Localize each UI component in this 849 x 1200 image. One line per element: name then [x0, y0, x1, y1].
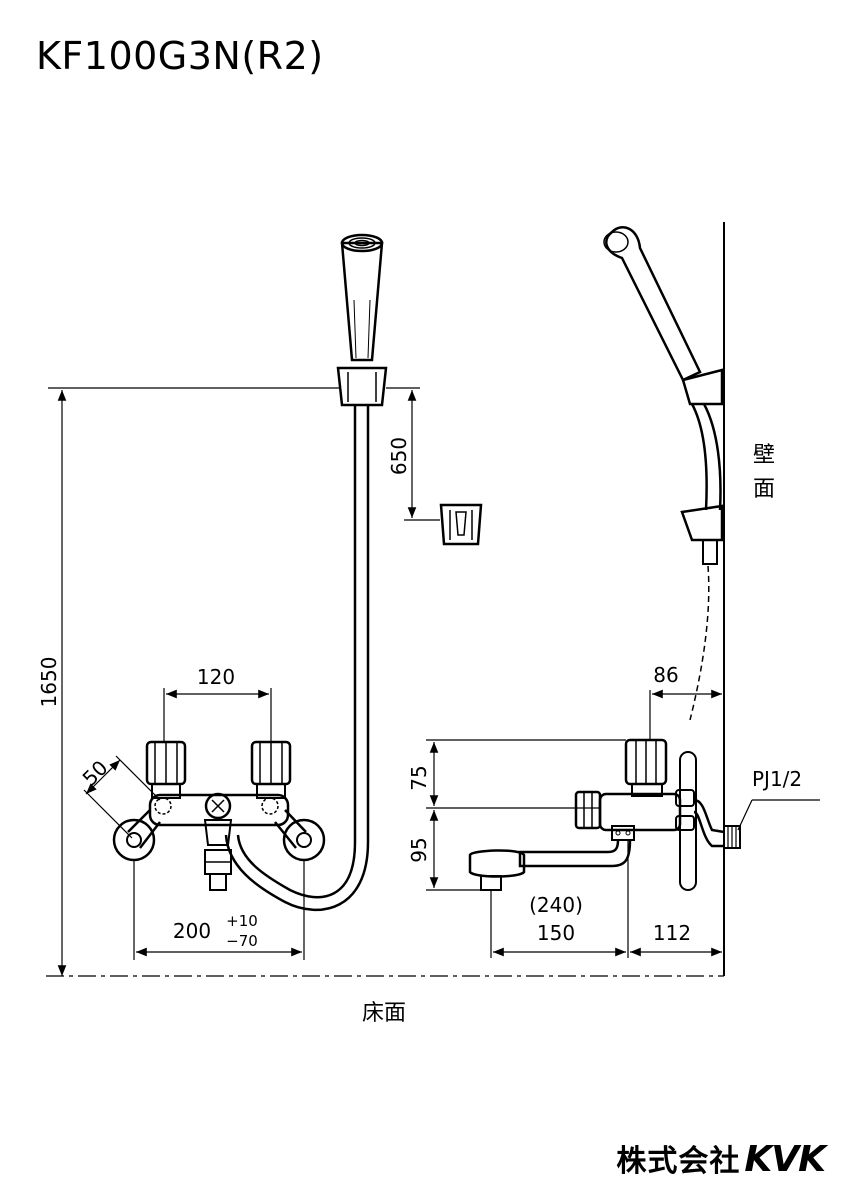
handle-left: [145, 740, 187, 799]
side-dimensions: [426, 689, 820, 958]
front-dimensions: [46, 387, 724, 977]
handle-right: [250, 740, 292, 799]
eccentric-leg-left: [112, 809, 161, 862]
model-title: KF100G3N(R2): [36, 34, 324, 78]
floor-label: 床面: [362, 1001, 406, 1026]
hose-side: [689, 565, 710, 721]
faucet-body-side: [574, 738, 682, 841]
hand-shower-side: [603, 226, 724, 406]
wall-label-1: 壁: [753, 443, 775, 468]
dim-200-tol-plus: +10: [226, 912, 258, 930]
wall-connector: [675, 751, 741, 891]
dim-200-tol-minus: −70: [226, 932, 258, 950]
dimension-labels: 650 1650 120 50 200 +10 −70 75 95 86 (24…: [37, 437, 802, 1026]
kvk-logo: 株式会社 KVK: [616, 1136, 826, 1180]
dim-200: 200: [173, 919, 211, 943]
thread-label: PJ1/2: [752, 767, 802, 791]
shower-hose-front: [236, 405, 357, 899]
side-view: [468, 222, 741, 976]
spout-side: [468, 839, 632, 891]
dim-75: 75: [407, 765, 431, 790]
dim-50: 50: [78, 756, 113, 791]
company-name: 株式会社: [616, 1144, 741, 1179]
dim-95: 95: [407, 837, 431, 862]
hand-shower-front: [340, 233, 384, 362]
wall-label-2: 面: [753, 477, 775, 502]
dim-1650: 1650: [37, 657, 61, 708]
dim-240-ref: (240): [529, 893, 583, 917]
brand-name: KVK: [744, 1139, 826, 1180]
shower-holder-lower: [439, 503, 483, 546]
dim-650: 650: [387, 437, 411, 475]
dim-120: 120: [197, 665, 235, 689]
front-view: [112, 233, 483, 912]
dim-150: 150: [537, 921, 575, 945]
slide-bar: [702, 403, 722, 511]
holder-side: [680, 504, 724, 565]
eccentric-leg-right: [274, 809, 326, 862]
shower-holder-upper: [336, 366, 388, 407]
dim-86: 86: [653, 663, 678, 687]
dim-112: 112: [653, 921, 691, 945]
